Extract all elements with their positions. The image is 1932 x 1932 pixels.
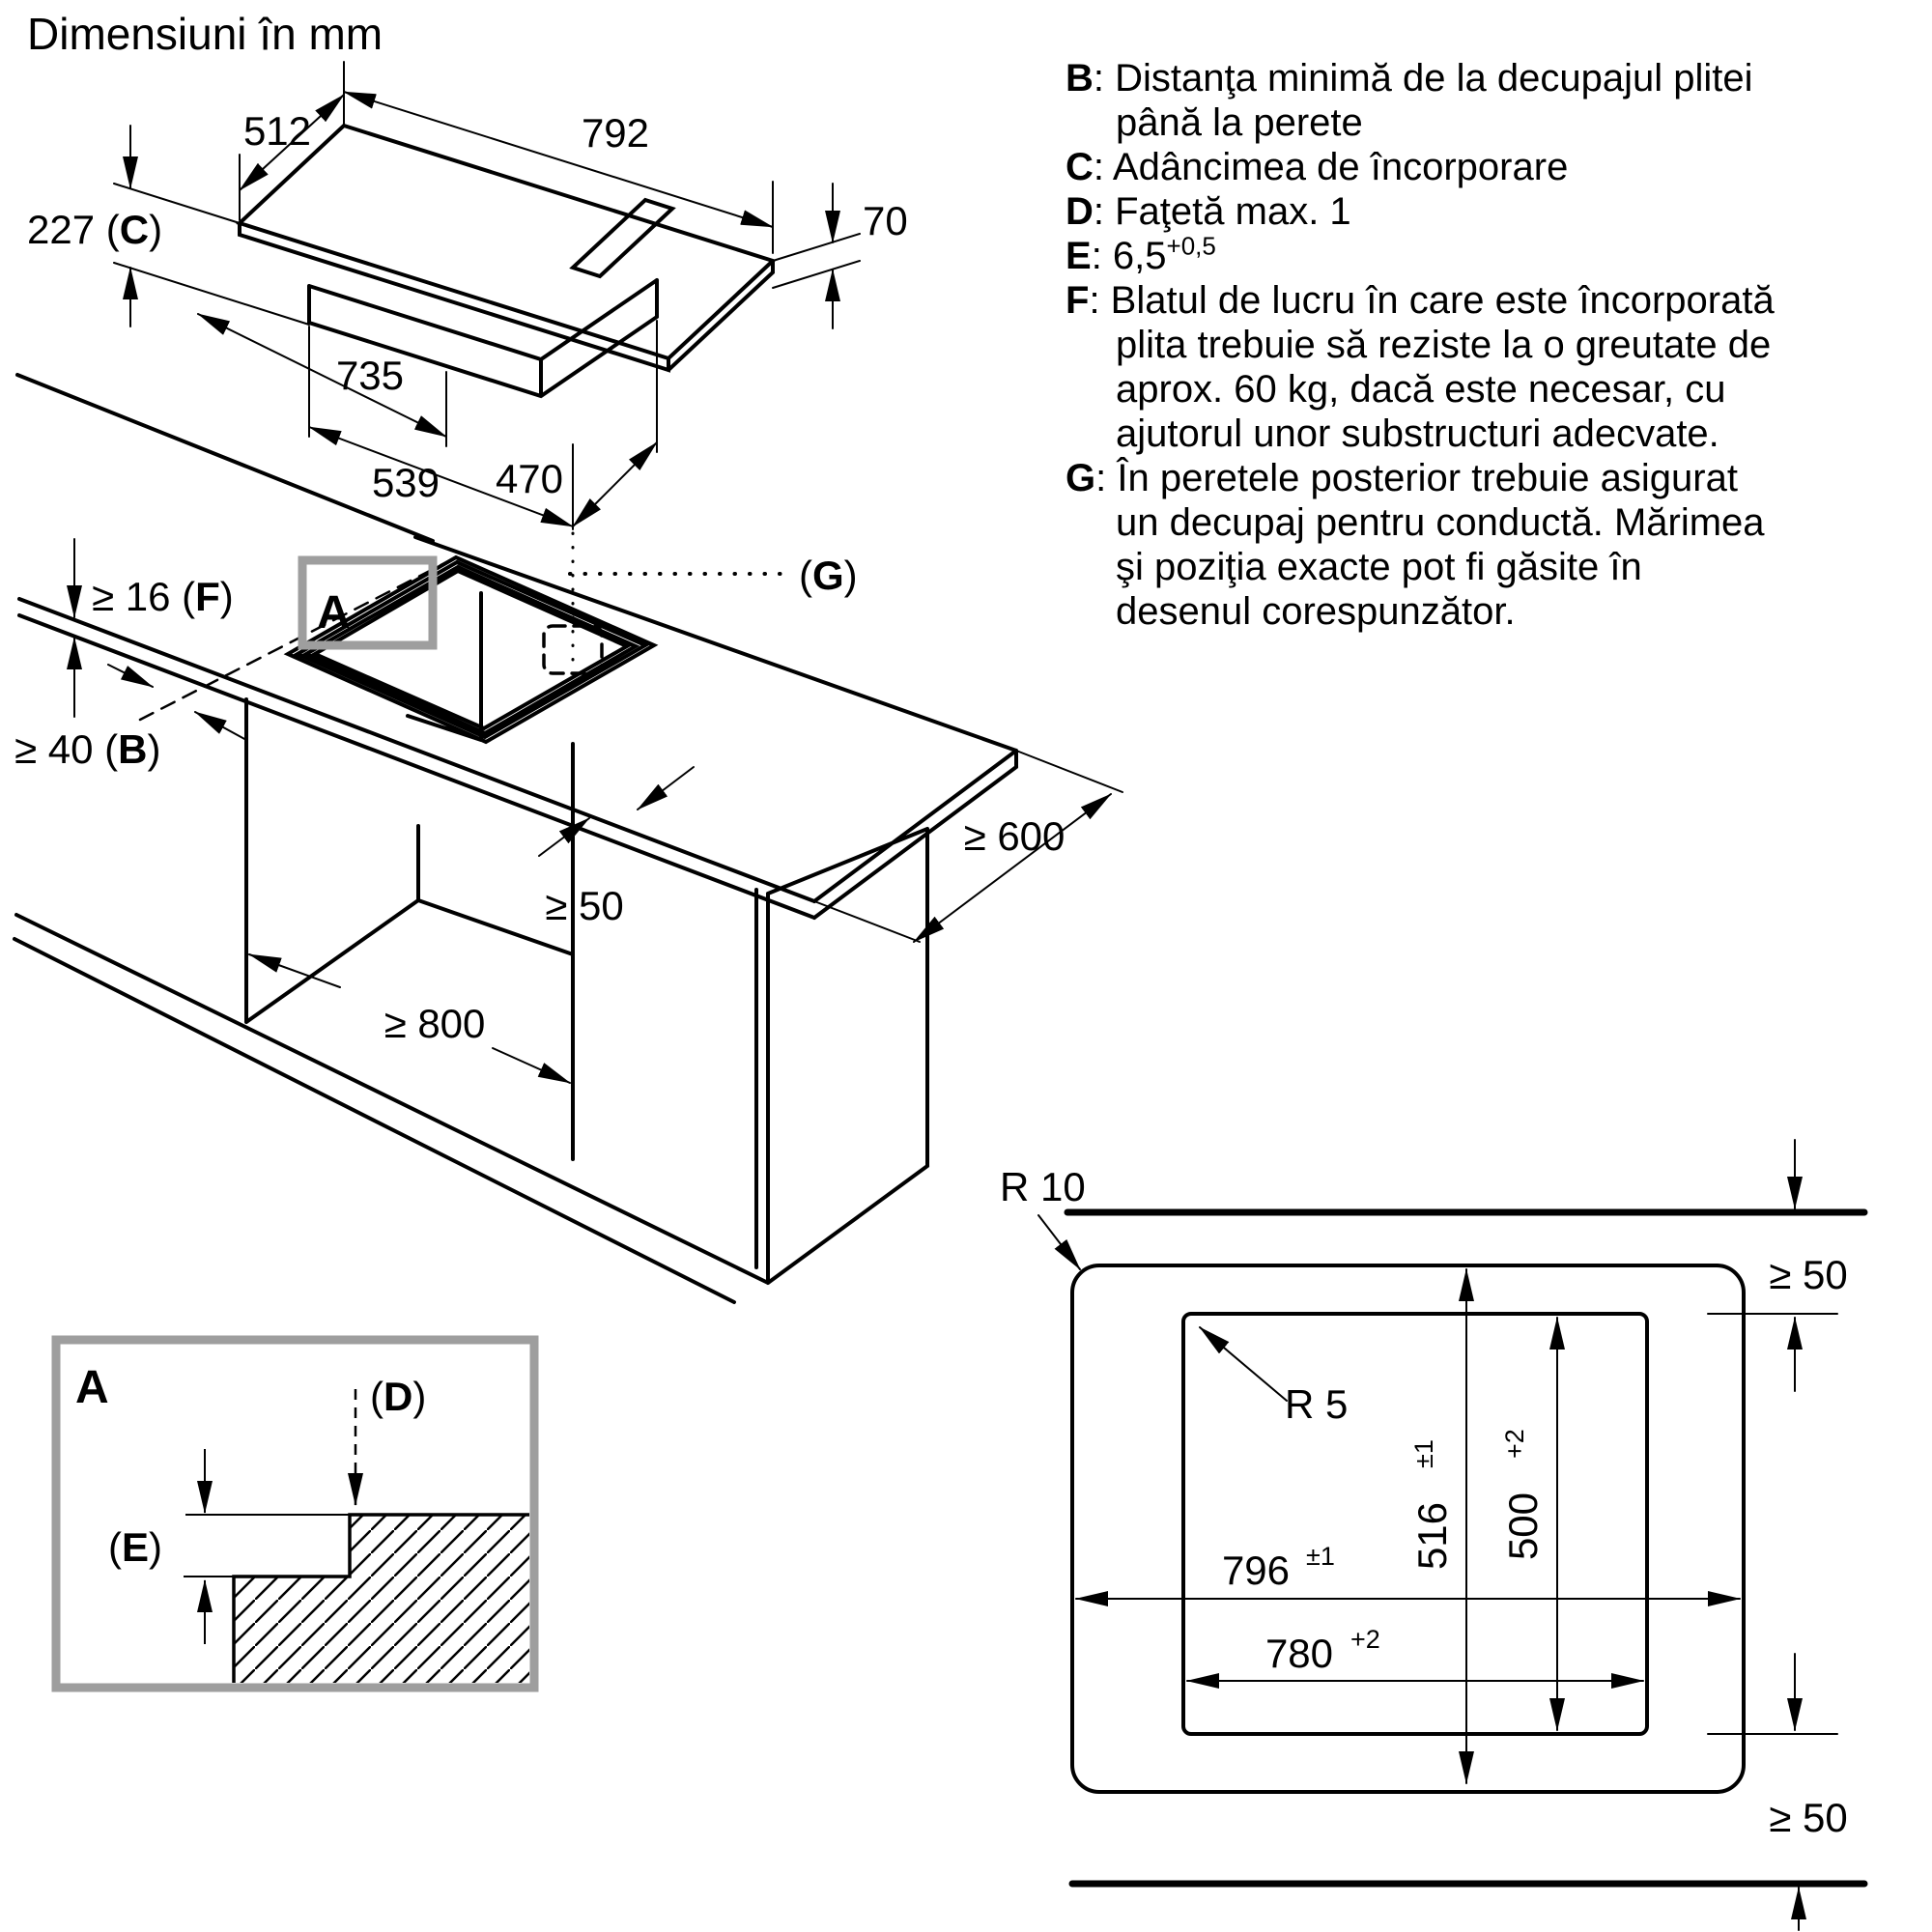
legend-item-f: F: Blatul de lucru în care este încorpor… [1065,279,1775,455]
legend-item-d: D: Faţetă max. 1 [1065,190,1351,233]
dim-50bottom-label: ≥ 50 [1769,1795,1847,1840]
legend-item-g: G: În peretele posterior trebuie asigura… [1065,457,1765,633]
plan-extension-lines [1707,1313,1838,1735]
detail-a-title: A [75,1362,109,1413]
dim-512-line [239,94,345,191]
dim-796-label: 796 [1222,1548,1290,1593]
hob-body-lines [236,123,777,399]
dim-50-arrow-top [637,766,695,810]
dim-600-extension-lines [813,750,1123,943]
dim-792-line [343,91,774,228]
legend-key-c: C [1065,146,1094,188]
installation-isometric-view: ≥ 16 (F) ≥ 40 (B) A (G) ≥ 50 ≥ 600 ≥ 800 [13,373,1123,1304]
duct-g-label: (G) [799,553,858,598]
dim-500-label: 500 [1500,1492,1546,1560]
cutout-to-wall-dashed-line [138,556,456,722]
dim-600-label: ≥ 600 [964,813,1065,859]
detail-a-ref-label: A [317,587,351,639]
worktop-cabinet-lines [13,373,1018,1304]
legend-text-f: Blatul de lucru în care este încorporată… [1110,279,1775,455]
cutout-plan-view: R 10 R 5 ≥ 50 ≥ 50 796 ±1 780 +2 516 ±1 … [1000,1139,1868,1931]
legend-sup-e: +0,5 [1166,231,1216,261]
dim-796-tolerance: ±1 [1306,1542,1335,1571]
legend-key-f: F [1065,279,1090,322]
hob-isometric-view: 512 792 227 (C) 70 735 539 470 [27,61,908,530]
dim-539-label: 539 [372,460,440,505]
r10-label: R 10 [1000,1164,1086,1209]
detail-a-d-label: (D) [370,1374,426,1419]
legend-text-b: Distanţa minimă de la decupajul plitei p… [1115,57,1753,144]
legend-key-d: D [1065,190,1094,233]
dim-600-line [913,793,1112,943]
legend-text-g: În peretele posterior trebuie asigurat u… [1116,457,1765,633]
legend-item-e: E: 6,5+0,5 [1065,231,1216,277]
dim-70-label: 70 [863,198,908,243]
dim-735-line [197,313,447,438]
dim-470-line [572,441,658,527]
dim-800-label: ≥ 800 [384,1001,486,1046]
dim-500-tolerance: +2 [1500,1429,1529,1459]
detail-a-view: A (D) (E) [51,1335,539,1692]
legend-key-g: G [1065,457,1096,499]
legend-key-b: B [1065,57,1094,99]
detail-a-highlight-box [298,555,438,650]
dim-735-label: 735 [336,353,404,398]
dim-792-label: 792 [582,110,649,156]
duct-cutout-dashed-rect [542,624,604,675]
dim-780-label: 780 [1265,1631,1333,1676]
detail-a-thin-lines [184,1514,350,1577]
dim-780-tolerance: +2 [1350,1625,1380,1654]
legend: B: Distanţa minimă de la decupajul plite… [1065,56,1785,634]
dim-50top-label: ≥ 50 [1769,1252,1847,1297]
dim-40-label: ≥ 40 (B) [14,726,160,772]
dim-800-arrow-left [248,953,341,988]
dim-516-label: 516 [1409,1502,1455,1570]
dim-16-label: ≥ 16 (F) [92,574,234,619]
detail-a-e-label: (E) [108,1524,162,1570]
legend-text-e: 6,5 [1112,235,1167,277]
legend-text-d: Faţetă max. 1 [1115,190,1351,233]
legend-item-b: B: Distanţa minimă de la decupajul plite… [1065,57,1753,144]
legend-text-c: Adâncimea de încorporare [1112,146,1569,188]
r5-leader-arrow [1199,1326,1288,1402]
page-title: Dimensiuni în mm [27,9,384,59]
cutout-inner-rect [1181,1312,1649,1736]
detail-a-hatch-area [234,1515,529,1683]
dim-50-arrow-bottom [538,817,590,857]
legend-key-e: E [1065,235,1092,277]
dim-40-arrow-right [194,711,247,741]
dim-227-label: 227 (C) [27,207,162,252]
dim-50-label: ≥ 50 [545,883,623,928]
dim-516-tolerance: ±1 [1409,1439,1438,1468]
dim-470-label: 470 [496,456,563,501]
dim-800-arrow-right [492,1047,571,1084]
legend-item-c: C: Adâncimea de încorporare [1065,146,1569,188]
dim-40-arrow-left [107,664,154,688]
dim-539-line [308,426,574,527]
detail-a-step-outline [232,1513,529,1683]
r5-label: R 5 [1285,1381,1348,1427]
r10-leader-arrow [1037,1214,1081,1270]
cutout-outer-rect [1070,1264,1746,1794]
dim-512-label: 512 [243,108,311,154]
